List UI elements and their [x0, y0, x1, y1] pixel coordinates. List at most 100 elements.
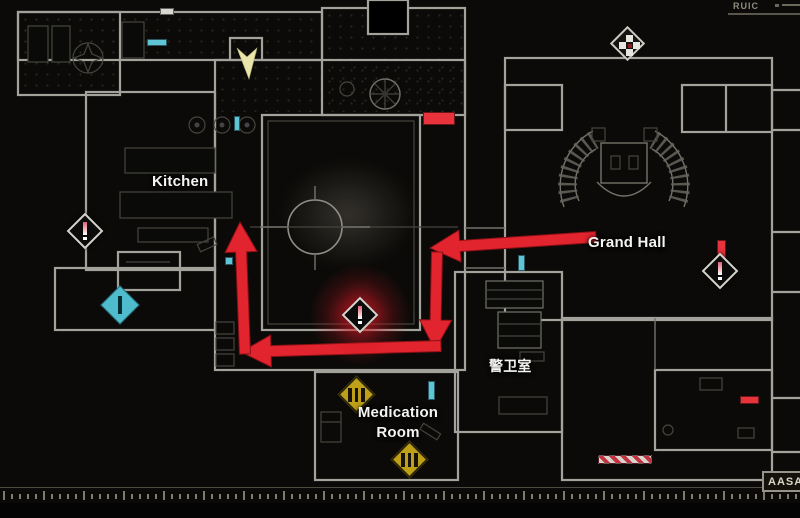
area-badge: AASA [762, 471, 800, 492]
door-marker-cyan [428, 381, 435, 400]
 [709, 260, 731, 282]
 [235, 494, 237, 499]
kitchen-label: Kitchen [152, 173, 209, 190]
 [747, 494, 749, 499]
 [3, 491, 5, 500]
 [603, 491, 605, 500]
 [427, 494, 429, 499]
 [398, 448, 421, 471]
door-marker-white [160, 8, 174, 15]
 [74, 220, 96, 242]
 [667, 494, 669, 499]
 [123, 491, 125, 500]
 [355, 494, 357, 499]
 [723, 491, 725, 500]
 [331, 494, 333, 499]
 [75, 494, 77, 499]
 [243, 491, 245, 500]
courtyard-light-patch [278, 158, 418, 270]
route-arrow [224, 220, 258, 355]
 [627, 494, 629, 499]
 [51, 494, 53, 499]
 [358, 305, 362, 319]
 [413, 452, 418, 466]
 [595, 494, 597, 499]
door-marker-cyan [518, 255, 525, 271]
 [531, 494, 533, 499]
grand-hall-label: Grand Hall [588, 234, 666, 251]
 [187, 494, 189, 499]
 [117, 296, 123, 314]
 [179, 494, 181, 499]
 [83, 491, 85, 500]
 [443, 491, 445, 500]
 [195, 494, 197, 499]
 [618, 41, 626, 49]
player-position-icon [236, 47, 258, 80]
 [627, 43, 631, 47]
 [323, 491, 325, 500]
 [715, 494, 717, 499]
exclamation-marker-icon [66, 212, 104, 250]
 [155, 494, 157, 499]
 [483, 491, 485, 500]
 [131, 494, 133, 499]
 [651, 494, 653, 499]
 [635, 494, 637, 499]
 [571, 494, 573, 499]
 [347, 494, 349, 499]
 [203, 491, 205, 500]
 [611, 494, 613, 499]
door-marker-cyan [225, 257, 233, 265]
 [617, 33, 640, 56]
medallion-marker-icon [609, 25, 645, 61]
 [795, 494, 797, 499]
 [139, 494, 141, 499]
 [211, 494, 213, 499]
 [11, 494, 13, 499]
 [563, 491, 565, 500]
 [83, 236, 87, 241]
 [403, 491, 405, 500]
 [739, 494, 741, 499]
 [275, 494, 277, 499]
 [555, 494, 557, 499]
 [451, 494, 453, 499]
 [147, 494, 149, 499]
 [771, 494, 773, 499]
 [354, 387, 358, 401]
 [579, 494, 581, 499]
 [691, 494, 693, 499]
 [718, 276, 722, 281]
 [515, 494, 517, 499]
 [491, 494, 493, 499]
 [419, 494, 421, 499]
 [251, 494, 253, 499]
 [400, 452, 405, 466]
 [675, 494, 677, 499]
route-arrow [428, 229, 597, 263]
 [407, 452, 411, 466]
 [349, 304, 371, 326]
 [299, 494, 301, 499]
 [755, 494, 757, 499]
 [347, 387, 352, 401]
 [363, 491, 365, 500]
 [291, 494, 293, 499]
 [632, 41, 640, 49]
 [699, 494, 701, 499]
 [459, 494, 461, 499]
 [523, 491, 525, 500]
 [91, 494, 93, 499]
 [43, 491, 45, 500]
 [307, 494, 309, 499]
 [467, 494, 469, 499]
 [787, 494, 789, 499]
 [171, 494, 173, 499]
 [619, 494, 621, 499]
 [219, 494, 221, 499]
door-marker-cyan [234, 116, 240, 131]
 [475, 494, 477, 499]
